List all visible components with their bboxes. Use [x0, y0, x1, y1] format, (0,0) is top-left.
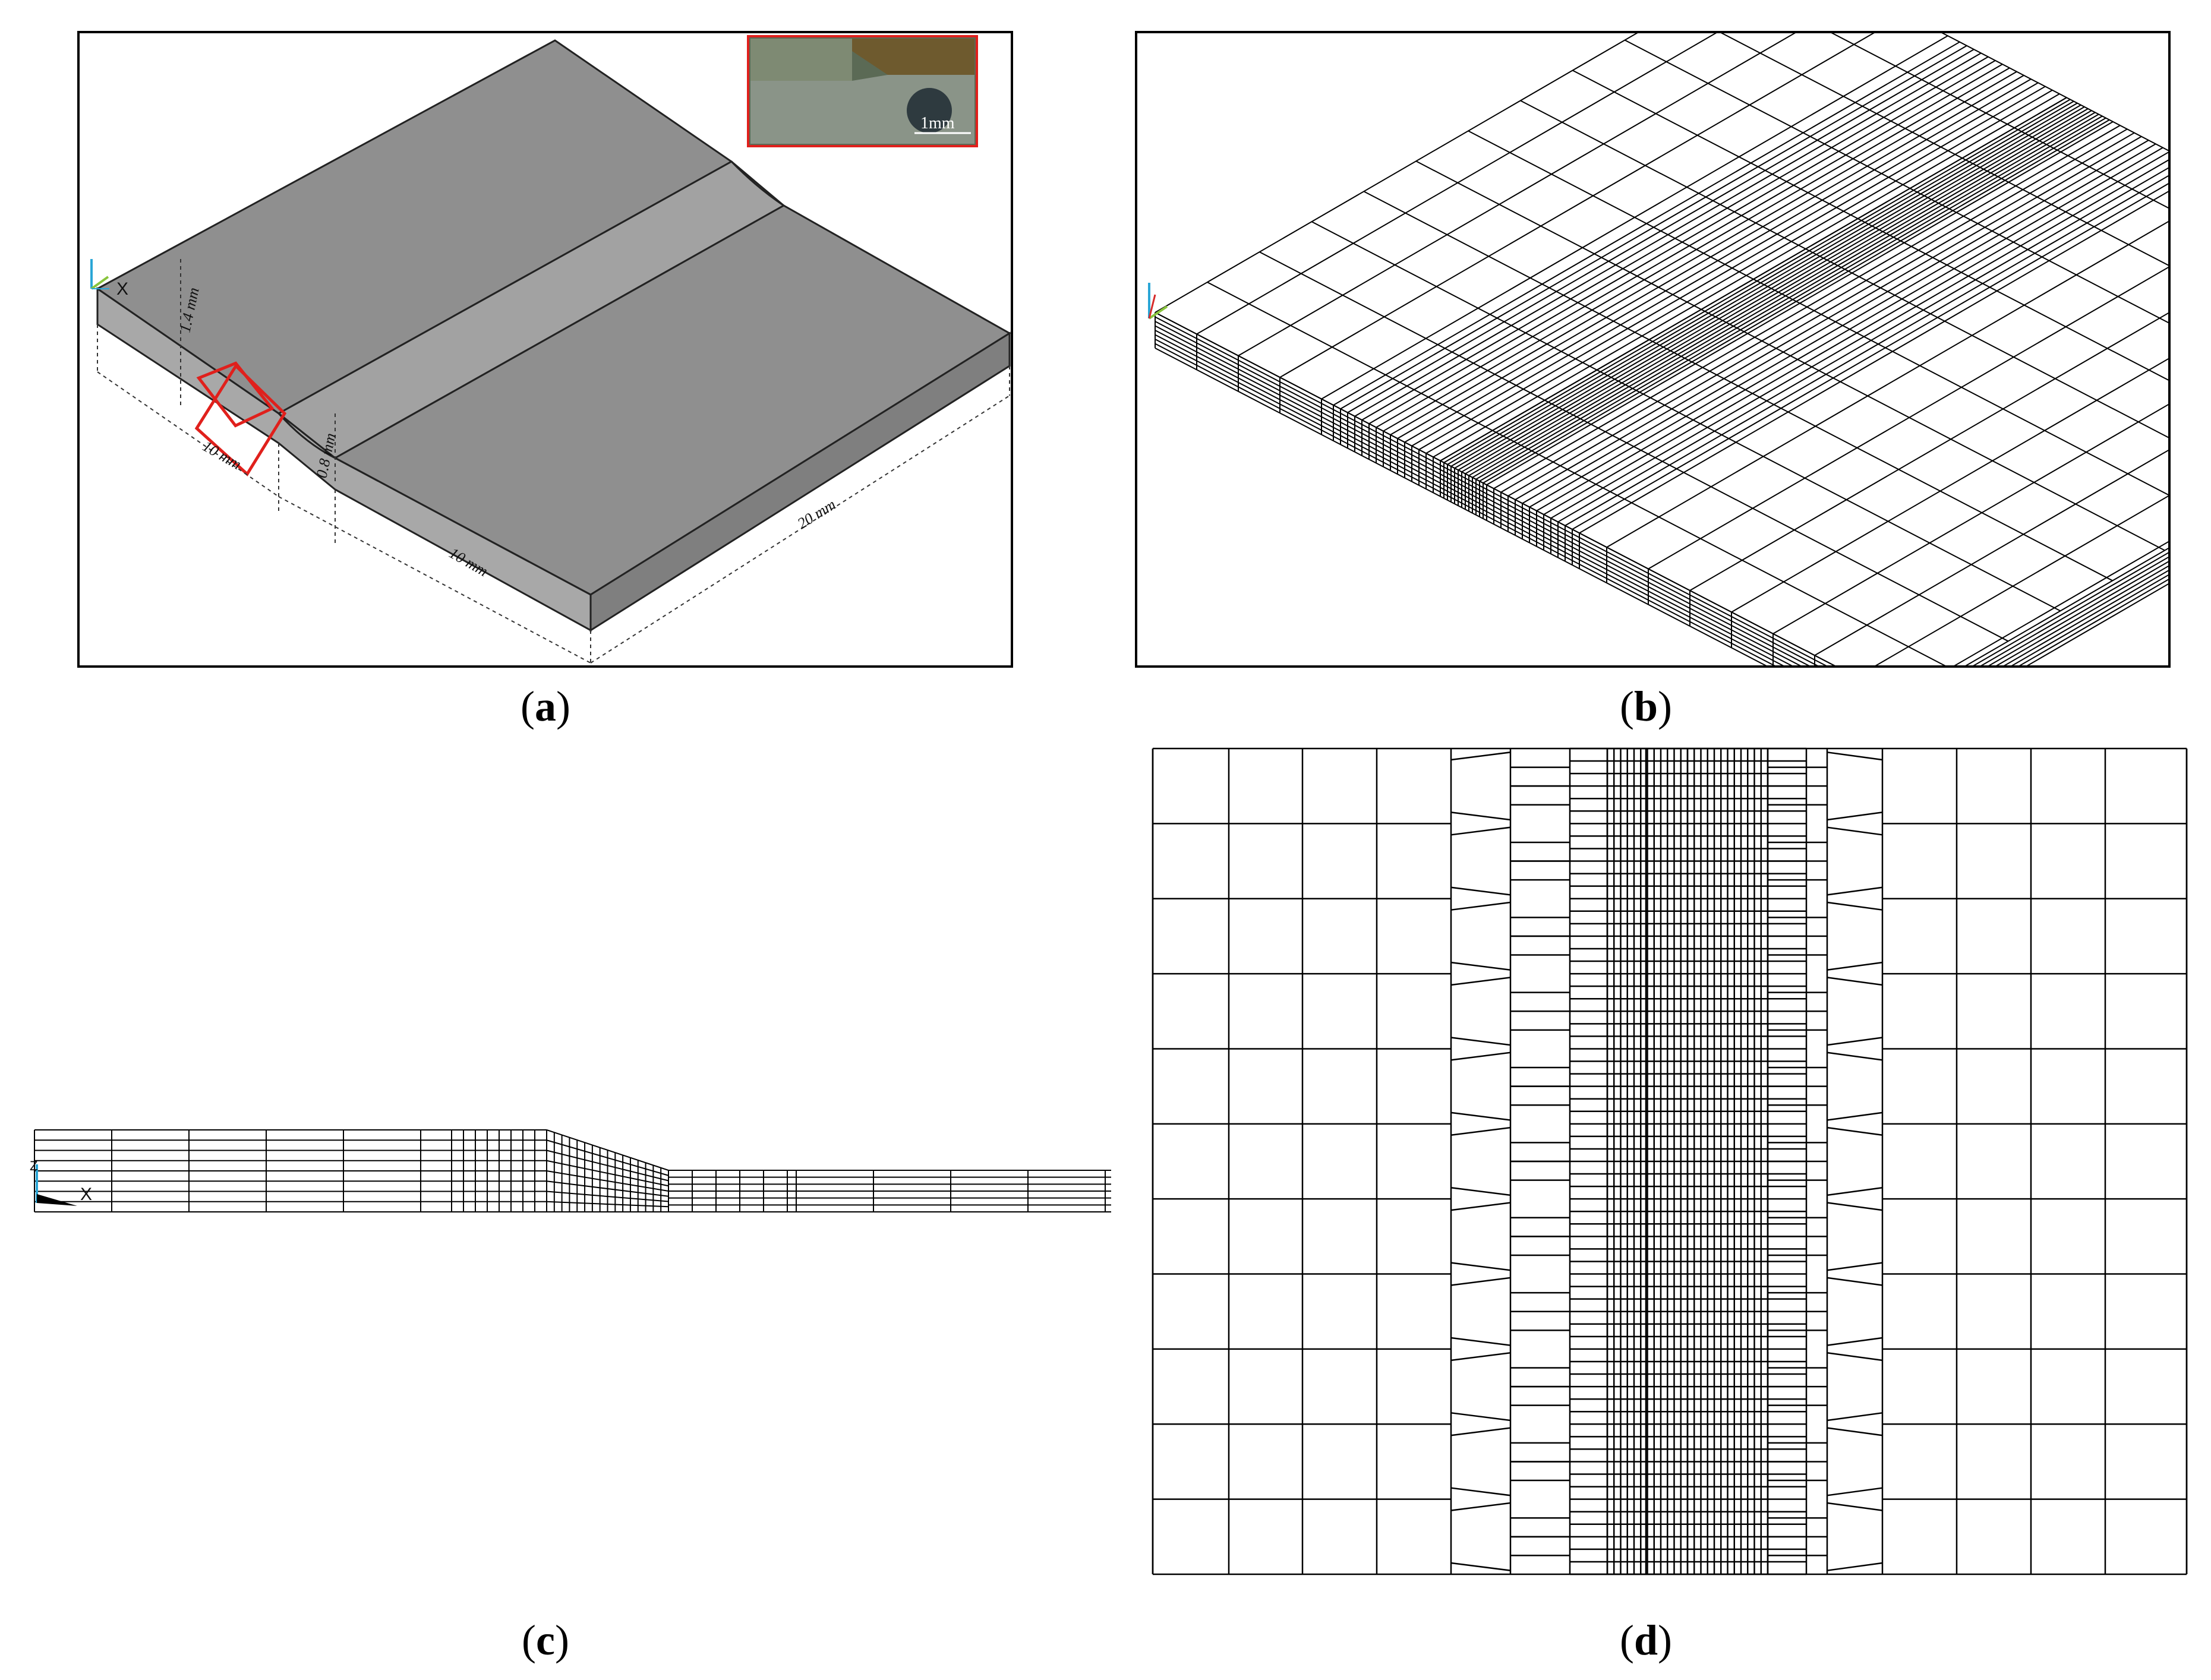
panel-d-top-view-mesh	[1147, 743, 2193, 1580]
axis-x-label-c: X	[80, 1185, 92, 1204]
caption-d: (d)	[1619, 1616, 1673, 1664]
plate-geometry-drawing: 1mm X 1.4 mm 10 mm 0.8 mm	[90, 35, 1011, 664]
top-view-mesh-drawing	[1152, 747, 2188, 1575]
axis-triad: X	[90, 259, 128, 299]
mesh-diag	[1450, 1126, 1511, 1136]
mesh-diag	[1450, 1186, 1511, 1196]
mesh-row	[546, 1201, 669, 1208]
mesh-diag	[1827, 1202, 1883, 1211]
mesh-layer-line	[1980, 556, 2168, 665]
mesh-diag	[1450, 1502, 1511, 1511]
mesh-diag	[1450, 1562, 1511, 1571]
mesh-diag	[1827, 1427, 1883, 1436]
mesh-3d-drawing	[1137, 33, 2168, 665]
mesh-diag	[1827, 1126, 1883, 1136]
mesh-diag	[1827, 1412, 1883, 1422]
mesh-diag	[1450, 1277, 1511, 1286]
mesh-diag	[1827, 1262, 1883, 1271]
mesh-diag	[1450, 1051, 1511, 1061]
mesh-diag	[1827, 1277, 1883, 1286]
mesh-width-line	[1720, 33, 2168, 266]
mesh-diag	[1827, 1037, 1883, 1046]
axis-z-label-c: Z	[30, 1158, 37, 1173]
caption-a: (a)	[521, 683, 570, 730]
mesh-diag	[1827, 826, 1883, 836]
mesh-width-line	[1520, 100, 2168, 438]
mesh-width-line	[1831, 33, 2168, 209]
mesh-width-line	[1941, 33, 2168, 151]
mesh-width-line	[1363, 191, 2113, 582]
mesh-layer-line	[1965, 547, 2168, 665]
axis-triad-b	[1148, 283, 1168, 320]
mesh-width-line	[1468, 130, 2168, 496]
mesh-diag	[1827, 901, 1883, 911]
mesh-diag	[1450, 1337, 1511, 1346]
mesh-diag	[1827, 1487, 1883, 1496]
mesh-diag	[1827, 1111, 1883, 1121]
mesh-layer-line	[1996, 565, 2168, 665]
mesh-diag	[1450, 977, 1511, 986]
panel-a-plate-geometry: 1mm X 1.4 mm 10 mm 0.8 mm	[77, 31, 1013, 668]
mesh-diag	[1450, 901, 1511, 911]
mesh-diag	[1450, 1202, 1511, 1211]
mesh-diag	[1827, 1186, 1883, 1196]
mesh-row	[546, 1190, 669, 1202]
mesh-diag	[1827, 1351, 1883, 1362]
axis-x-label: X	[116, 279, 128, 299]
mesh-diag	[1450, 1262, 1511, 1271]
mesh-diag	[1827, 1562, 1883, 1571]
weld-toe-highlight-box	[196, 361, 275, 428]
mesh-diag	[1450, 811, 1511, 821]
mesh-layer-line	[1973, 552, 2168, 665]
dimension-lines	[97, 259, 1010, 664]
mesh-row	[546, 1170, 669, 1192]
panel-c-cross-section-mesh: X Z	[24, 1105, 1111, 1248]
axis-triad-c: X Z	[30, 1158, 92, 1206]
mesh-diag	[1450, 961, 1511, 971]
mesh-layer-line	[2004, 570, 2168, 665]
mesh-row	[546, 1139, 669, 1176]
mesh-diag	[1827, 961, 1883, 971]
mesh-diag	[1450, 886, 1511, 896]
panel-b-3d-mesh	[1135, 31, 2171, 668]
mesh-diag	[1450, 826, 1511, 836]
mesh-row	[546, 1160, 669, 1187]
mesh-diag	[1827, 1337, 1883, 1346]
caption-b: (b)	[1619, 683, 1673, 730]
cross-section-drawing: X Z	[30, 1129, 1111, 1212]
mesh-diag	[1827, 977, 1883, 986]
mesh-diag	[1450, 1487, 1511, 1496]
mesh-row	[546, 1150, 669, 1182]
dim-left-width-label: 10 mm	[200, 437, 244, 473]
mesh-diag	[1450, 1412, 1511, 1422]
weld-toe-curve-back	[730, 160, 784, 207]
mesh-diag	[1827, 751, 1883, 761]
mesh-diag	[1827, 1502, 1883, 1511]
mesh-width-line	[1572, 70, 2168, 381]
mesh-diag	[1450, 1111, 1511, 1121]
mesh-diag	[1450, 1427, 1511, 1436]
mesh-diag	[1450, 1351, 1511, 1362]
caption-c: (c)	[522, 1616, 569, 1664]
mesh-diag	[1827, 1051, 1883, 1061]
mesh-width-line	[1415, 160, 2165, 551]
mesh-width-line	[1311, 221, 2061, 612]
inset-micrograph: 1mm	[747, 35, 978, 147]
dim-length-label: 20 mm	[794, 495, 839, 532]
mesh-width-line	[1207, 282, 1946, 665]
mesh-diag	[1827, 886, 1883, 896]
mesh-row	[546, 1180, 669, 1197]
mesh-diag	[1827, 811, 1883, 821]
mesh-width-line	[1625, 39, 2168, 324]
mesh-row	[546, 1129, 669, 1171]
mesh-layer-line	[1988, 561, 2168, 665]
weld-toe-curve	[277, 412, 336, 459]
highlight-box	[194, 364, 287, 476]
mesh-diag	[1450, 751, 1511, 761]
inset-scale-label: 1mm	[920, 114, 955, 132]
mesh-width-line	[1259, 251, 2009, 642]
mesh-diag	[1450, 1037, 1511, 1046]
